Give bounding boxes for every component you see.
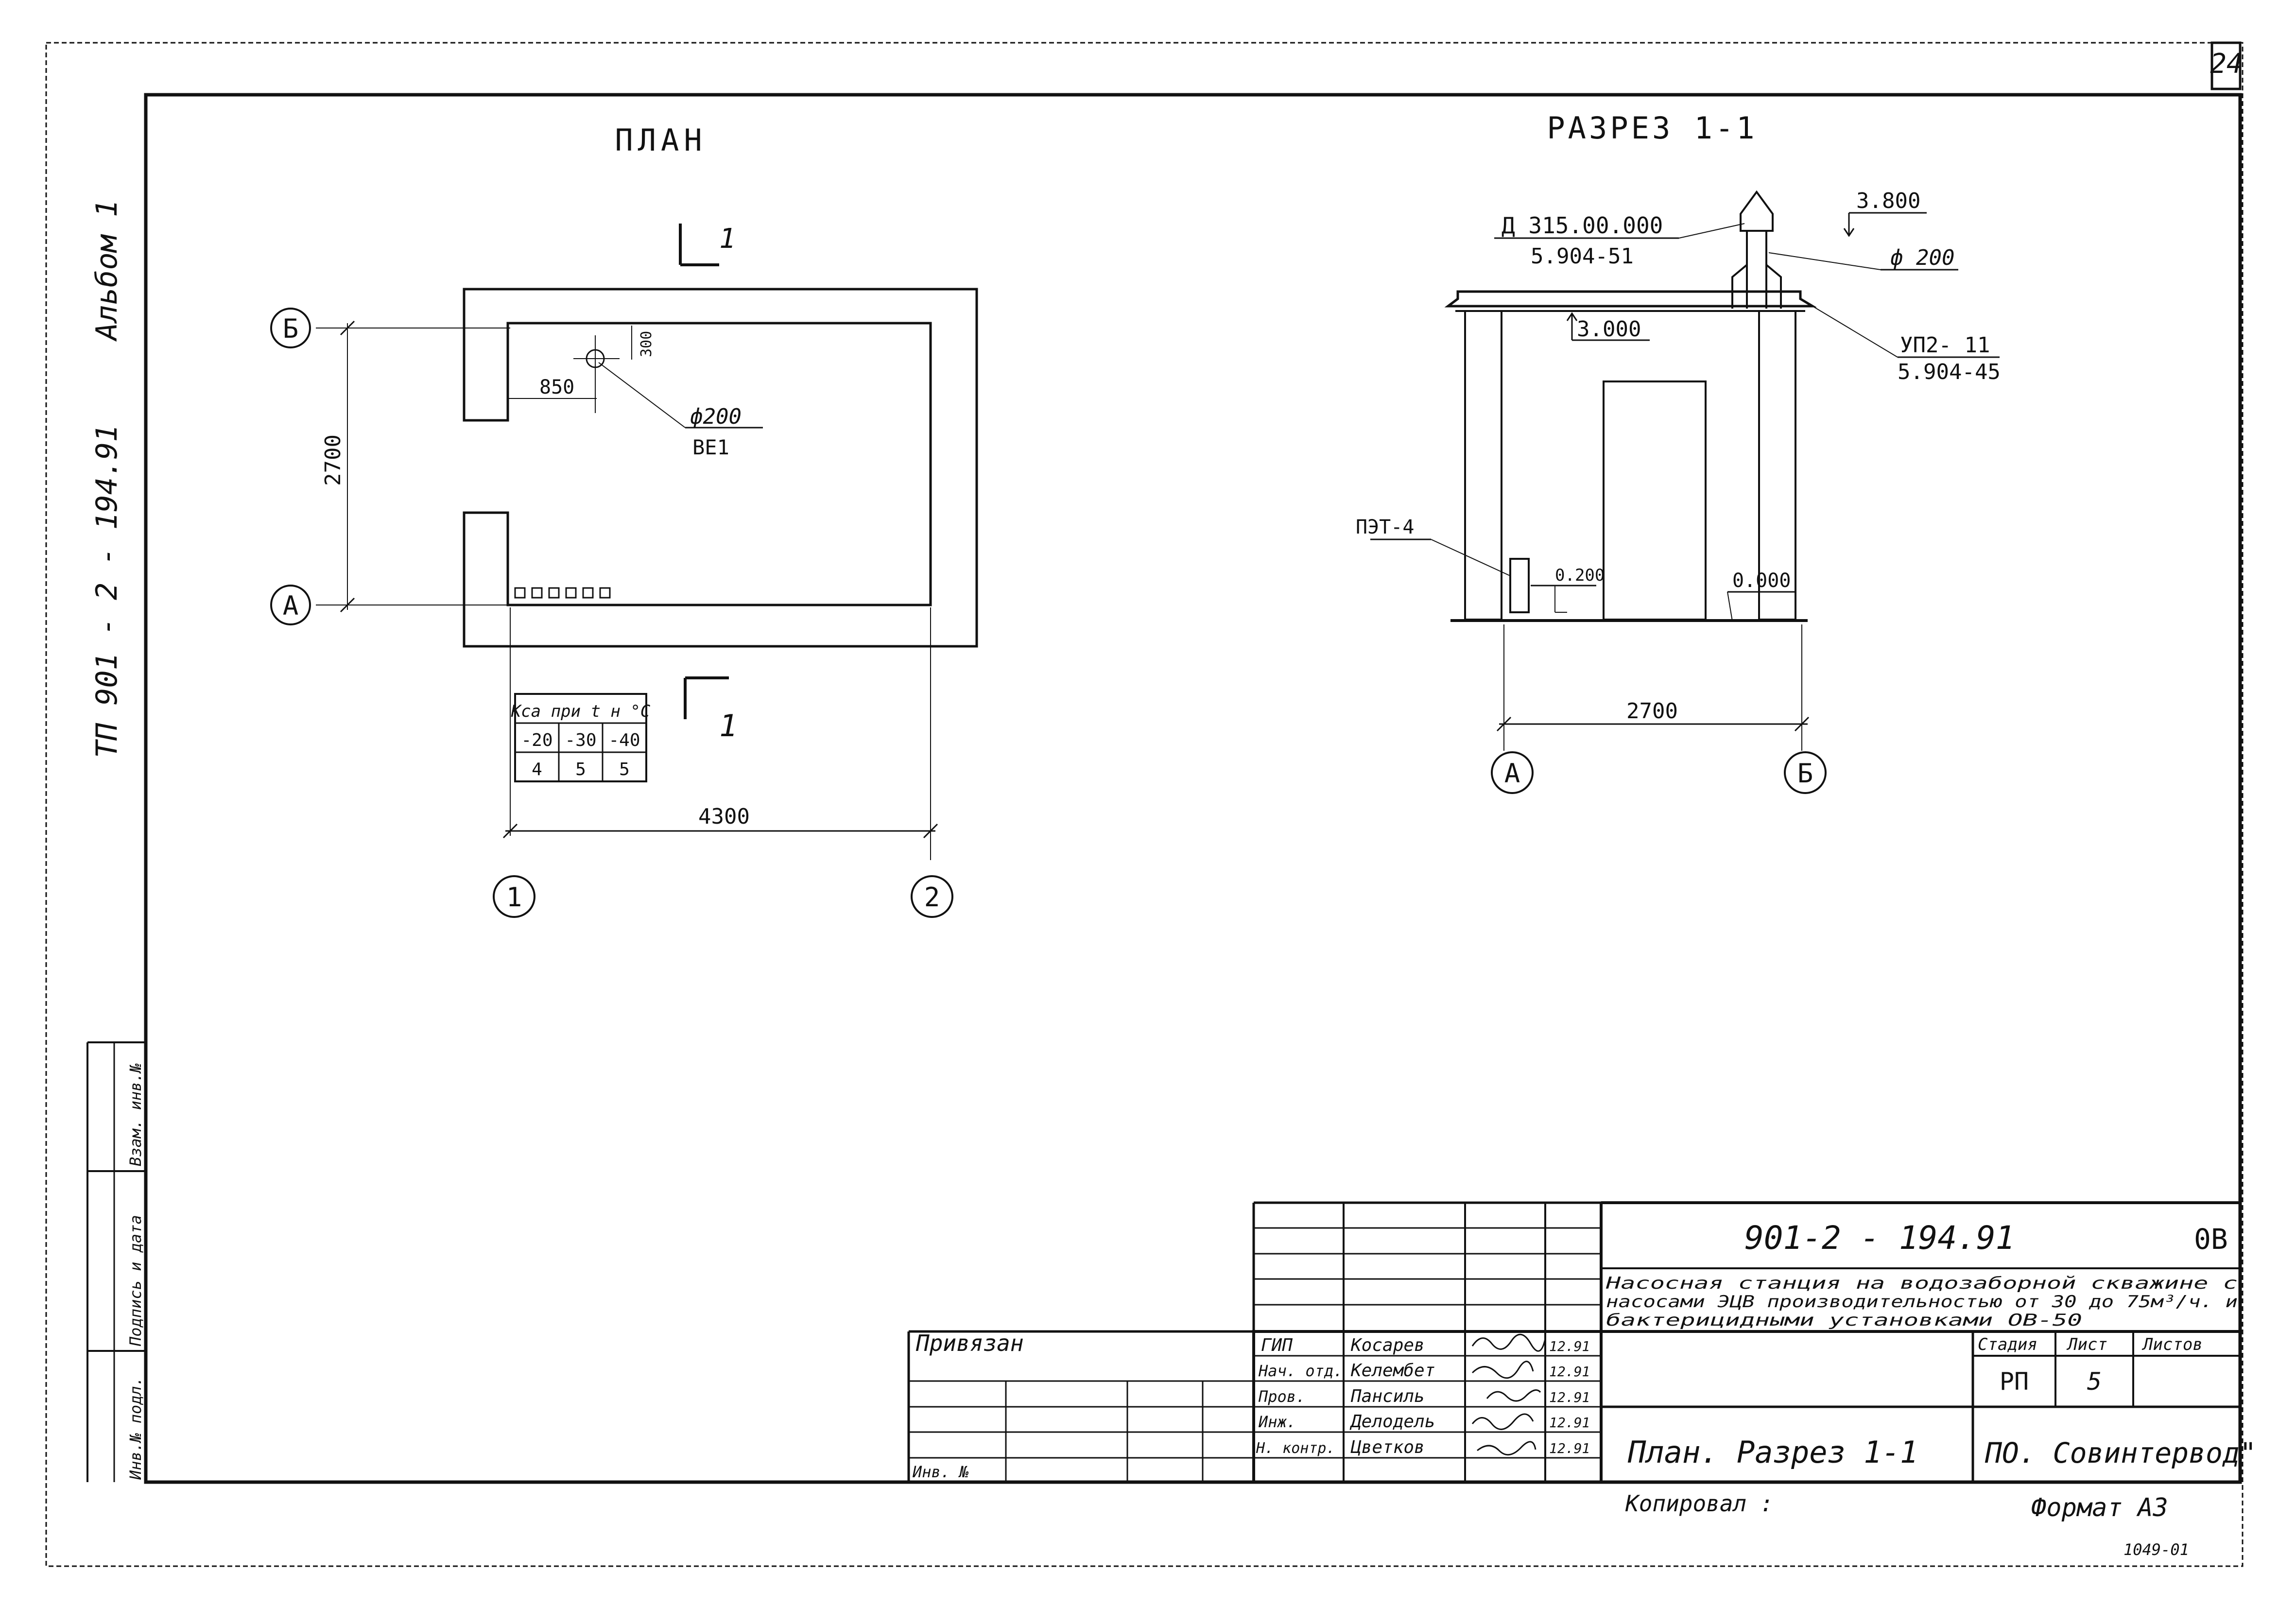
heater-row <box>514 587 611 599</box>
sig-date-2: 12.91 <box>1549 1389 1590 1405</box>
elevation-top: 3.800 <box>1856 189 1920 213</box>
plan-axis-a: А <box>283 590 299 621</box>
plan-dim-width: 4300 <box>698 804 750 829</box>
roof-slab <box>1444 290 1817 308</box>
signature-scribbles <box>1471 1333 1546 1456</box>
plan-view: ПЛАН 1 Б А 1 2 2700 4300 85 <box>270 122 978 918</box>
sig-role-0: ГИП <box>1261 1335 1293 1355</box>
sig-name-3: Делодель <box>1349 1412 1435 1432</box>
description-line-2: насосами ЭЦВ производительностью от 30 д… <box>1606 1292 2238 1312</box>
description-line-1: Насосная станция на водозаборной скважин… <box>1605 1274 2238 1293</box>
section-mark-bottom: 1 <box>719 708 737 743</box>
stamp-note: 1049-01 <box>2123 1540 2189 1559</box>
section-axis-b: Б <box>1797 758 1813 789</box>
sheets-label: Листов <box>2141 1335 2203 1354</box>
sig-date-3: 12.91 <box>1549 1415 1590 1431</box>
sheet-label: Лист <box>2066 1335 2107 1354</box>
sig-name-4: Цветков <box>1350 1437 1425 1457</box>
margin-field-orig-inv: Инв.№ подл. <box>126 1377 145 1480</box>
elevation-roof: 3.000 <box>1577 317 1641 342</box>
sheet-title: План. Разрез 1-1 <box>1627 1434 1918 1470</box>
elevation-floor: 0.000 <box>1732 570 1791 592</box>
side-margin: Альбом 1 ТП 901 - 2 - 194.91 Взам. инв.№… <box>86 200 146 1482</box>
sig-role-1: Нач. отд. <box>1258 1362 1343 1380</box>
stage-label: Стадия <box>1978 1335 2037 1354</box>
description-line-3: бактерицидными установками ОВ-50 <box>1606 1311 2082 1330</box>
margin-field-replace-inv: Взам. инв.№ <box>126 1063 145 1166</box>
section-view: РАЗРЕЗ 1-1 ПЭТ-4 0.200 0.000 3.000 <box>1356 110 2001 794</box>
ksa-r2-c3: 5 <box>619 760 630 779</box>
album-label: Альбом 1 <box>90 200 124 342</box>
title-block: Привязан Инв. № ГИП Косарев 12.91 Нач. о… <box>907 1201 2257 1482</box>
deflector-cap <box>1740 190 1774 232</box>
section-dim-width: 2700 <box>1626 699 1678 724</box>
copied-by: Копировал : <box>1625 1490 1774 1517</box>
deflector-series: 5.904-51 <box>1531 244 1634 269</box>
plate-code: УП2- 11 <box>1900 333 1990 358</box>
plan-axis-1: 1 <box>506 882 522 913</box>
ksa-r1-c3: -40 <box>608 730 640 750</box>
page-number: 24 <box>2210 48 2243 80</box>
plan-title: ПЛАН <box>615 122 707 158</box>
margin-field-sign-date: Подпись и дата <box>126 1215 145 1347</box>
elevation-heater: 0.200 <box>1555 566 1605 585</box>
section-title: РАЗРЕЗ 1-1 <box>1547 110 1757 146</box>
sheet-code: 0В <box>2194 1223 2228 1256</box>
plan-axis-b: Б <box>283 313 299 344</box>
plan-pipe-label: ф200 <box>690 404 742 429</box>
plate-series: 5.904-45 <box>1898 360 2001 384</box>
sig-name-2: Пансиль <box>1350 1386 1425 1406</box>
ksa-table: Кса при t н °С -20 -30 -40 4 5 5 <box>511 693 651 782</box>
ksa-header: Кса при t н °С <box>511 702 651 721</box>
ksa-r2-c1: 4 <box>532 760 542 779</box>
sig-role-4: Н. контр. <box>1256 1440 1335 1457</box>
sig-date-4: 12.91 <box>1549 1440 1590 1456</box>
project-code-vertical: ТП 901 - 2 - 194.91 <box>90 425 124 758</box>
heater-label: ПЭТ-4 <box>1356 516 1414 538</box>
sig-role-2: Пров. <box>1258 1387 1305 1406</box>
stage-value: РП <box>2000 1367 2029 1396</box>
bound-label: Привязан <box>915 1330 1024 1356</box>
plan-dim-height: 2700 <box>321 434 345 486</box>
deflector-code: Д 315.00.000 <box>1502 212 1663 239</box>
section-mark-top: 1 <box>719 223 736 255</box>
inv-label: Инв. № <box>912 1463 969 1481</box>
doc-code: 901-2 - 194.91 <box>1744 1219 2015 1257</box>
plan-axis-2: 2 <box>924 882 940 913</box>
organization: ПО. Совинтервод" <box>1985 1436 2257 1469</box>
ksa-r1-c1: -20 <box>521 730 552 750</box>
plan-dim-small: 300 <box>638 331 655 357</box>
sheet-value: 5 <box>2087 1367 2102 1396</box>
sig-date-0: 12.91 <box>1549 1338 1590 1354</box>
format-label: Формат А3 <box>2031 1493 2168 1522</box>
section-axis-a: А <box>1504 758 1520 789</box>
sig-date-1: 12.91 <box>1549 1364 1590 1380</box>
plan-pipe-code: ВЕ1 <box>692 435 729 459</box>
plan-dim-offset: 850 <box>539 376 574 398</box>
sig-name-1: Келембет <box>1350 1361 1435 1381</box>
sig-name-0: Косарев <box>1350 1335 1425 1355</box>
sheet-frame: 24 <box>45 41 2244 1567</box>
sig-role-3: Инж. <box>1258 1413 1296 1431</box>
ksa-r1-c2: -30 <box>565 730 596 750</box>
ksa-r2-c2: 5 <box>575 760 586 779</box>
pipe-diameter: ф 200 <box>1890 245 1954 270</box>
